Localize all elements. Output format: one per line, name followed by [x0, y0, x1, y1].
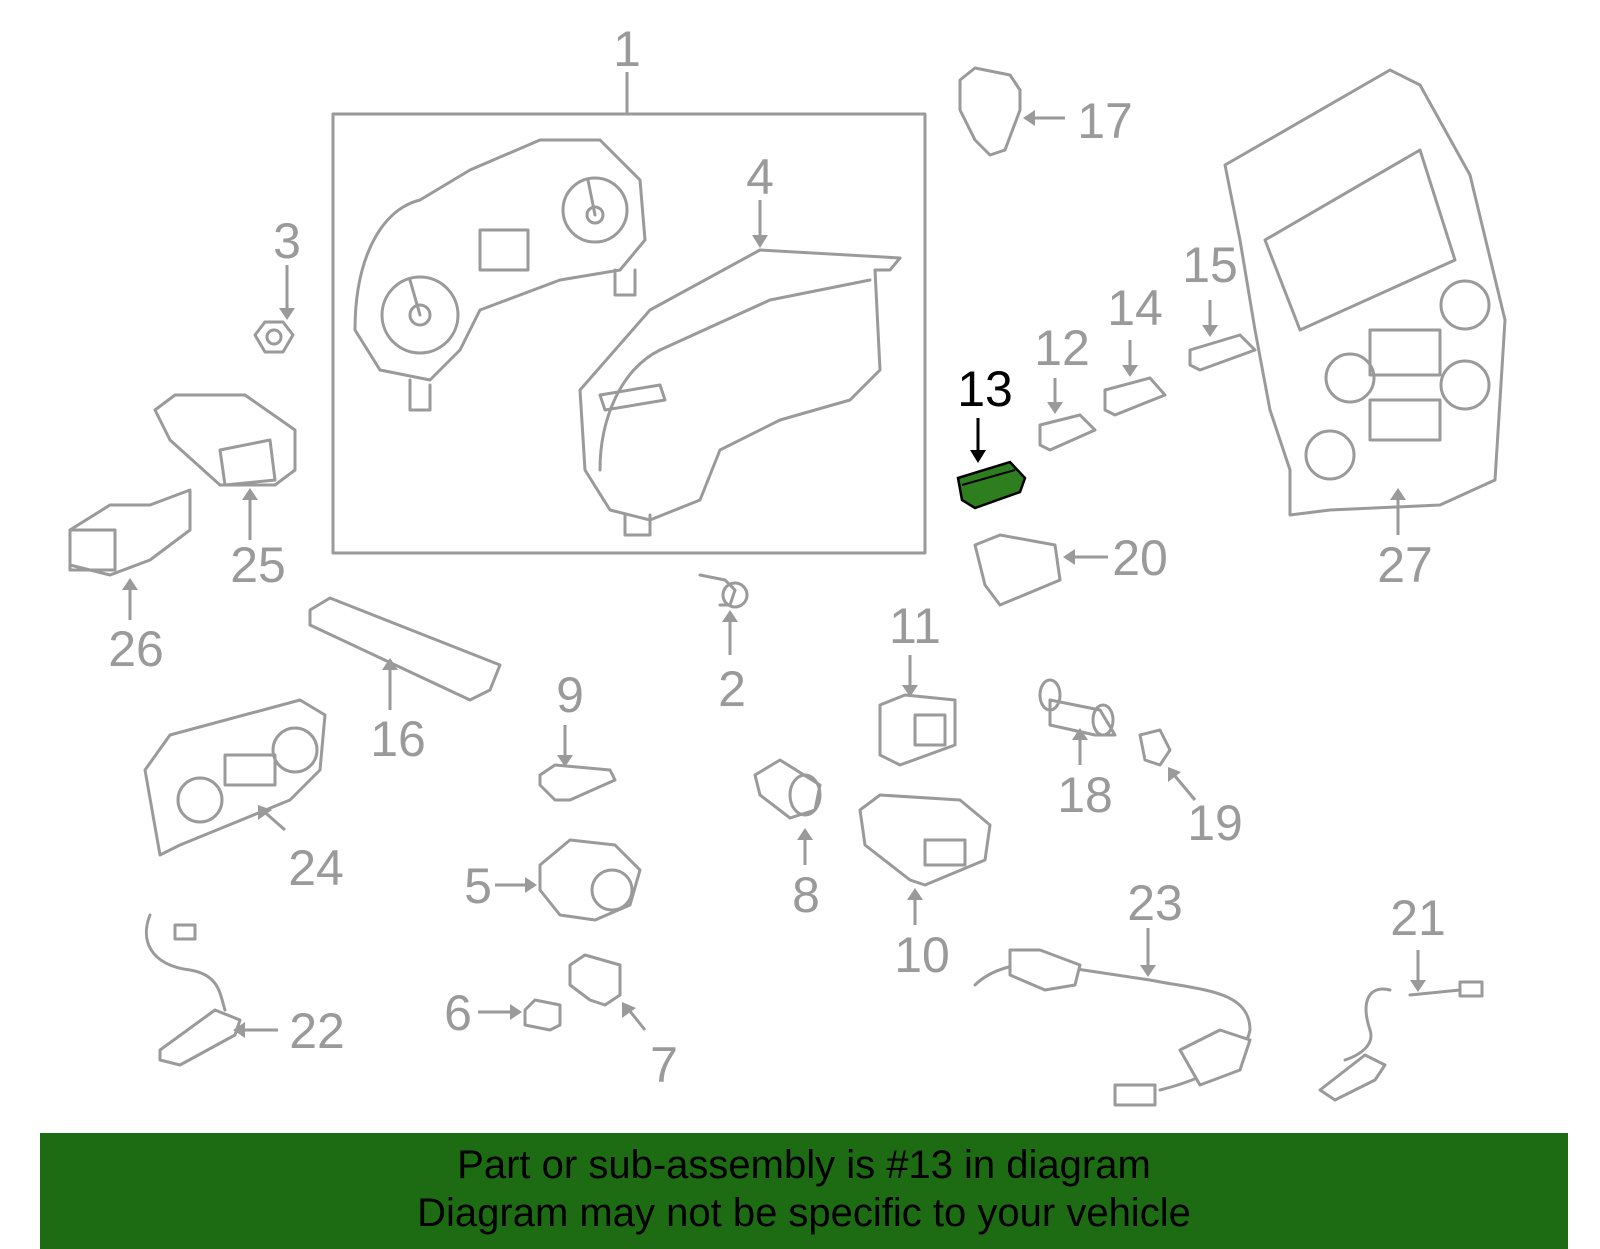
part-14-switch-cap: 14: [1103, 280, 1167, 417]
part-10-usb-module: 10: [858, 793, 992, 983]
part-23-wire-harness: 23: [973, 875, 1252, 1107]
part-15-switch-cap: 15: [1182, 237, 1257, 372]
callout-23: 23: [1127, 875, 1183, 931]
part-6-small-switch: 6: [444, 985, 562, 1041]
callout-19: 19: [1187, 795, 1243, 851]
callout-18: 18: [1057, 767, 1113, 823]
callout-11: 11: [889, 598, 941, 654]
part-2-screw: 2: [698, 573, 749, 717]
callout-17: 17: [1077, 93, 1133, 149]
part-24-climate-control-panel: 24: [143, 698, 344, 896]
part-27-center-stack-bezel: 27: [1223, 68, 1507, 593]
banner-part-info: Part or sub-assembly is #13 in diagram: [457, 1143, 1151, 1187]
part-18-cylinder: 18: [1038, 678, 1117, 823]
callout-14: 14: [1107, 280, 1163, 336]
callout-10: 10: [894, 927, 950, 983]
part-8-power-outlet: 8: [753, 758, 822, 923]
part-9-bracket: 9: [538, 667, 617, 802]
part-13-shape: [956, 460, 1027, 510]
part-5-switch: 5: [464, 838, 642, 922]
part-13-highlighted-switch: 13: [956, 361, 1027, 510]
part-16-trim-strip: 16: [308, 596, 502, 767]
part-4-cluster-housing: 4: [578, 149, 902, 537]
callout-20: 20: [1112, 530, 1168, 586]
banner-disclaimer: Diagram may not be specific to your vehi…: [417, 1191, 1191, 1235]
part-26-socket: 26: [68, 488, 192, 677]
callout-3: 3: [273, 213, 301, 269]
callout-15: 15: [1182, 237, 1238, 293]
callout-16: 16: [370, 711, 426, 767]
callout-26: 26: [108, 621, 164, 677]
part-7-small-switch: 7: [568, 953, 678, 1093]
callout-27: 27: [1377, 537, 1433, 593]
callout-2: 2: [718, 661, 746, 717]
callout-24: 24: [288, 840, 344, 896]
info-banner: Part or sub-assembly is #13 in diagram D…: [40, 1133, 1568, 1249]
cluster-gauge-face: [353, 138, 647, 412]
callout-4: 4: [746, 149, 774, 205]
parts-diagram: 1 4 3 25: [68, 21, 1507, 1107]
part-3-nut: 3: [253, 213, 301, 354]
callout-8: 8: [792, 867, 820, 923]
part-20-bezel: 20: [973, 530, 1168, 607]
callout-9: 9: [556, 667, 584, 723]
callout-1: 1: [613, 21, 641, 77]
callout-7: 7: [650, 1037, 678, 1093]
part-25-connector: 25: [153, 393, 297, 593]
part-19-clip: 19: [1138, 728, 1243, 851]
part-1-instrument-cluster-assembly: 1: [331, 21, 927, 555]
callout-6: 6: [444, 985, 472, 1041]
part-12-switch-cap: 12: [1034, 320, 1097, 452]
callout-22: 22: [289, 1003, 345, 1059]
part-22-wire-harness: 22: [144, 913, 345, 1067]
part-21-wire-harness: 21: [1318, 890, 1484, 1102]
callout-13: 13: [957, 361, 1013, 417]
part-17-switch: 17: [958, 66, 1133, 157]
callout-21: 21: [1390, 890, 1446, 946]
part-11-module: 11: [878, 598, 957, 767]
callout-5: 5: [464, 858, 492, 914]
callout-12: 12: [1034, 320, 1090, 376]
callout-25: 25: [230, 537, 286, 593]
